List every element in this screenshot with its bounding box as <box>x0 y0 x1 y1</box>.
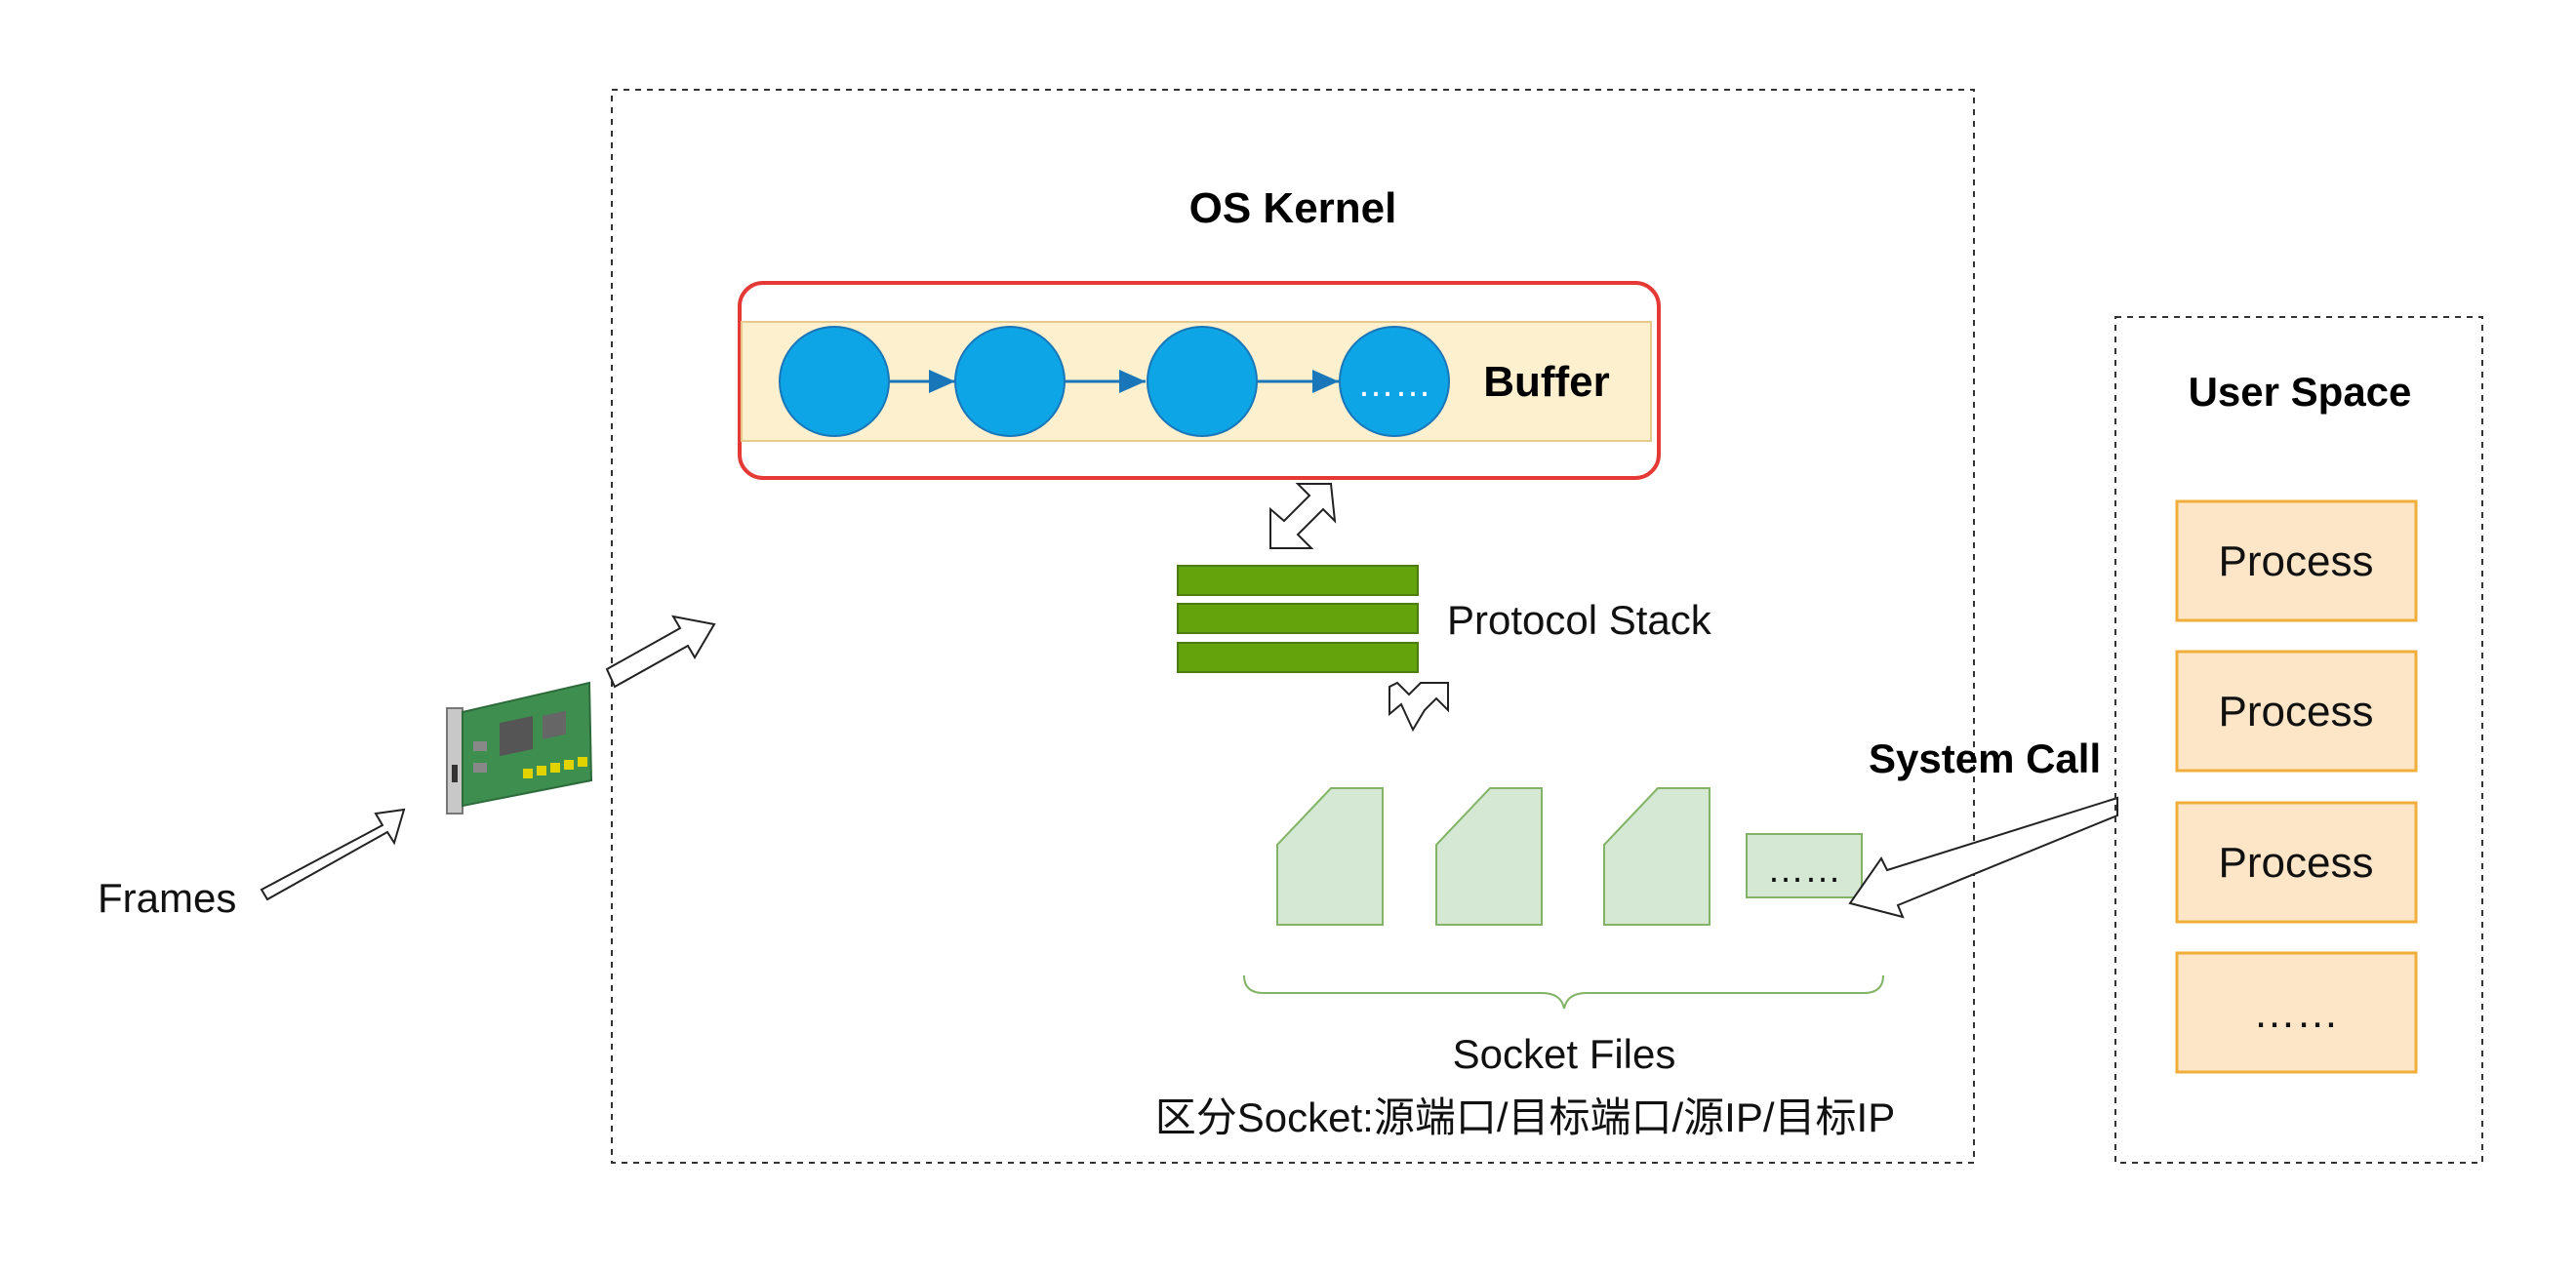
os-kernel-container <box>611 89 1975 1164</box>
process-box <box>2175 801 2418 924</box>
process-label-more: …… <box>2253 989 2339 1037</box>
protocol-stack-layer <box>1177 642 1419 673</box>
frames-label: Frames <box>98 875 236 921</box>
process-box-more <box>2175 951 2418 1074</box>
buffer-label: Buffer <box>1483 358 1610 406</box>
os-kernel-title: OS Kernel <box>1189 184 1397 232</box>
system-call-label: System Call <box>1869 735 2101 781</box>
process-label: Process <box>2219 537 2374 585</box>
network-interface-card-icon <box>446 681 593 815</box>
buffer-node <box>779 326 890 437</box>
nic-to-kernel-arrow <box>605 615 716 689</box>
socket-file <box>1603 787 1711 926</box>
socket-file <box>1435 787 1543 926</box>
process-label: Process <box>2219 688 2374 735</box>
socket-files-note: 区分Socket:源端口/目标端口/源IP/目标IP <box>1155 1094 1895 1140</box>
process-box <box>2175 650 2418 773</box>
buffer: …… Buffer <box>738 281 1661 480</box>
buffer-node-more <box>1339 326 1450 437</box>
socket-file <box>1276 787 1384 926</box>
buffer-node <box>954 326 1066 437</box>
system-call-arrow <box>1848 796 2118 919</box>
protocol-stack-layer <box>1177 565 1419 596</box>
frames-to-nic-arrow <box>260 808 406 901</box>
protocol-stack-layer <box>1177 603 1419 634</box>
socket-files: …… Socket Files 区分Socket:源端口/目标端口/源IP/目标… <box>1155 787 1895 1140</box>
buffer-node <box>1147 326 1258 437</box>
socket-files-brace <box>1243 974 1884 1010</box>
protocol-stack: Protocol Stack <box>1177 565 1712 673</box>
process-label: Process <box>2219 839 2374 887</box>
buffer-outline <box>738 281 1661 480</box>
process-list: Process Process Process …… <box>2175 499 2418 1074</box>
user-space-title: User Space <box>2189 369 2412 415</box>
buffer-node-more-label: …… <box>1357 364 1431 405</box>
user-space-container <box>2114 316 2483 1164</box>
buffer-to-stack-arrow <box>1269 483 1337 549</box>
socket-file-more <box>1746 833 1863 898</box>
protocol-stack-label: Protocol Stack <box>1447 597 1712 643</box>
stack-to-socket-arrow <box>1389 681 1449 733</box>
socket-file-more-label: …… <box>1767 850 1841 891</box>
process-box <box>2175 499 2418 622</box>
socket-files-label: Socket Files <box>1453 1031 1676 1077</box>
